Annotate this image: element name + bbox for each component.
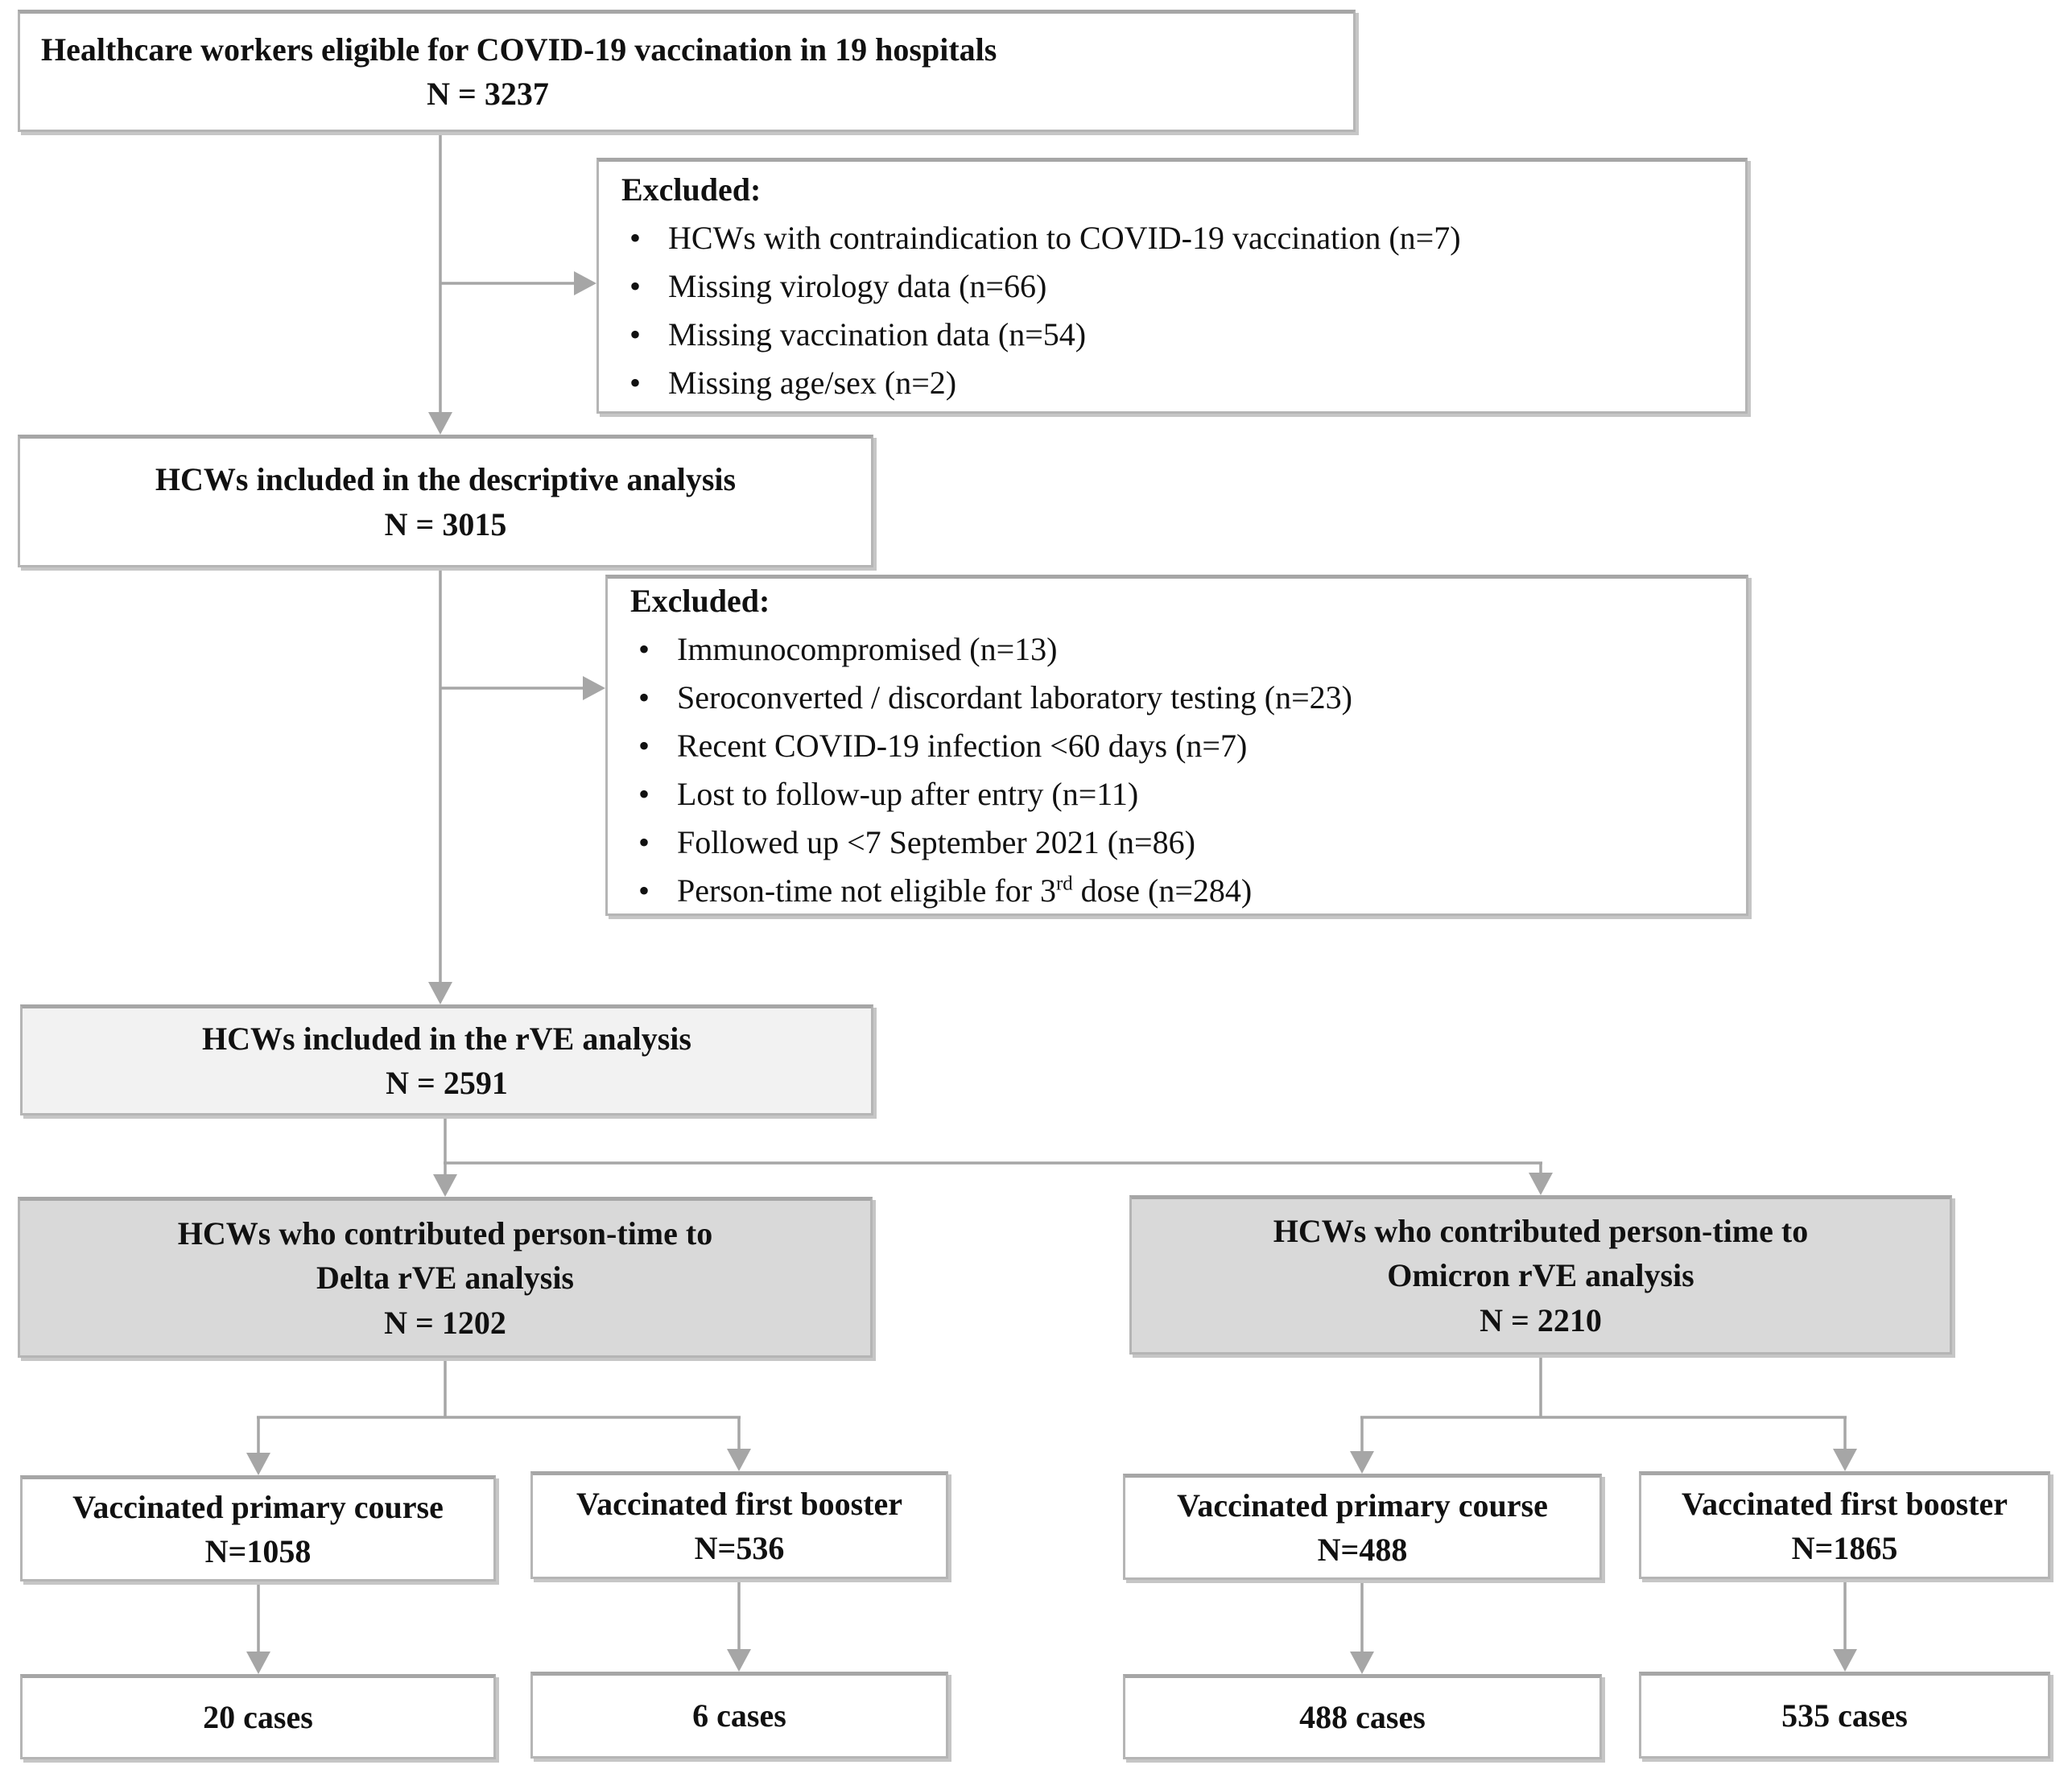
- delta-primary-cases-label: 20 cases: [203, 1699, 313, 1736]
- omicron-booster-cases-label: 535 cases: [1781, 1697, 1908, 1734]
- excluded-item: Missing virology data (n=66): [621, 262, 1461, 311]
- box-rve-analysis: HCWs included in the rVE analysis N = 25…: [20, 1004, 873, 1115]
- arrow-delta-to-vaccinated: [246, 1359, 751, 1475]
- delta-primary-n: N=1058: [204, 1533, 312, 1569]
- excluded-item: HCWs with contraindication to COVID-19 v…: [621, 214, 1461, 262]
- box-delta-primary-cases: 20 cases: [20, 1674, 496, 1759]
- arrow-vaccinated-to-cases: [246, 1581, 1857, 1674]
- box-omicron-booster: Vaccinated first booster N=1865: [1639, 1471, 2050, 1579]
- omicron-primary-cases-label: 488 cases: [1299, 1699, 1426, 1736]
- box-omicron-primary: Vaccinated primary course N=488: [1123, 1474, 1602, 1580]
- box-delta-n: N = 1202: [384, 1304, 506, 1341]
- box-descriptive-analysis: HCWs included in the descriptive analysi…: [18, 435, 873, 567]
- box-rve-n: N = 2591: [386, 1065, 508, 1101]
- box-eligible-hcws: Healthcare workers eligible for COVID-19…: [18, 10, 1356, 132]
- excluded-item: Recent COVID-19 infection <60 days (n=7): [630, 722, 1352, 770]
- box-omicron-rve: HCWs who contributed person-time to Omic…: [1129, 1195, 1952, 1355]
- box-delta-primary: Vaccinated primary course N=1058: [20, 1475, 496, 1581]
- arrow-rve-to-variant-boxes: [433, 1115, 1553, 1197]
- box-descriptive-label: HCWs included in the descriptive analysi…: [155, 461, 737, 498]
- box-omicron-label-2: Omicron rVE analysis: [1387, 1257, 1694, 1294]
- box-delta-label-1: HCWs who contributed person-time to: [177, 1215, 713, 1252]
- excluded-1-header: Excluded:: [621, 171, 762, 208]
- excluded-item: Followed up <7 September 2021 (n=86): [630, 819, 1352, 867]
- box-delta-rve: HCWs who contributed person-time to Delt…: [18, 1197, 873, 1358]
- box-omicron-n: N = 2210: [1480, 1301, 1602, 1338]
- excluded-item: Seroconverted / discordant laboratory te…: [630, 674, 1352, 722]
- excluded-item: Immunocompromised (n=13): [630, 625, 1352, 674]
- arrow-to-excluded-2: [440, 676, 605, 700]
- arrow-omicron-to-vaccinated: [1350, 1356, 1857, 1474]
- arrow-descriptive-to-rve: [428, 568, 452, 1004]
- excluded-item: Lost to follow-up after entry (n=11): [630, 770, 1352, 819]
- box-excluded-1: Excluded: HCWs with contraindication to …: [596, 158, 1748, 414]
- box-delta-booster-cases: 6 cases: [530, 1672, 948, 1759]
- excluded-2-list: Immunocompromised (n=13) Seroconverted /…: [630, 625, 1352, 915]
- box-descriptive-n: N = 3015: [384, 505, 507, 542]
- omicron-booster-label: Vaccinated first booster: [1681, 1485, 2008, 1522]
- excluded-item: Person-time not eligible for 3rd dose (n…: [630, 867, 1352, 915]
- box-eligible-n: N = 3237: [427, 76, 549, 112]
- excluded-2-header: Excluded:: [630, 583, 770, 619]
- delta-primary-label: Vaccinated primary course: [72, 1488, 444, 1525]
- arrow-eligible-to-descriptive: [428, 134, 452, 435]
- excluded-1-list: HCWs with contraindication to COVID-19 v…: [621, 214, 1461, 407]
- box-omicron-label-1: HCWs who contributed person-time to: [1273, 1213, 1809, 1250]
- box-omicron-booster-cases: 535 cases: [1639, 1672, 2050, 1759]
- superscript-rd: rd: [1056, 872, 1073, 895]
- omicron-primary-n: N=488: [1317, 1532, 1408, 1568]
- box-delta-label-2: Delta rVE analysis: [316, 1260, 574, 1297]
- excluded-item: Missing age/sex (n=2): [621, 359, 1461, 407]
- box-rve-label: HCWs included in the rVE analysis: [202, 1020, 691, 1057]
- arrow-to-excluded-1: [440, 271, 596, 295]
- box-eligible-label: Healthcare workers eligible for COVID-19…: [41, 31, 997, 68]
- omicron-booster-n: N=1865: [1791, 1530, 1898, 1566]
- delta-booster-cases-label: 6 cases: [692, 1697, 786, 1734]
- delta-booster-label: Vaccinated first booster: [576, 1485, 903, 1522]
- box-excluded-2: Excluded: Immunocompromised (n=13) Seroc…: [605, 575, 1748, 916]
- box-delta-booster: Vaccinated first booster N=536: [530, 1471, 948, 1579]
- box-omicron-primary-cases: 488 cases: [1123, 1674, 1602, 1759]
- excluded-item: Missing vaccination data (n=54): [621, 311, 1461, 359]
- delta-booster-n: N=536: [694, 1530, 785, 1566]
- omicron-primary-label: Vaccinated primary course: [1177, 1487, 1548, 1524]
